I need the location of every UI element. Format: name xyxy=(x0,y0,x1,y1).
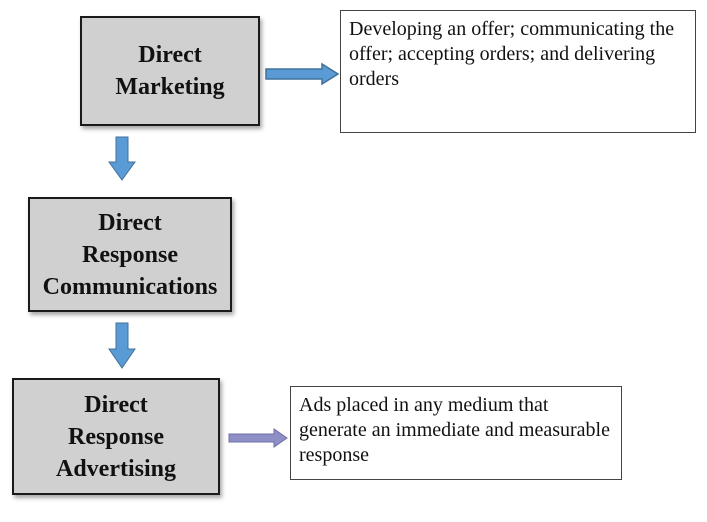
arrow-right-advertising-to-note xyxy=(228,428,288,448)
box-direct-marketing-label: Direct Marketing xyxy=(115,39,224,103)
note-marketing-text: Developing an offer; communicating the o… xyxy=(349,17,687,92)
arrow-right-advertising-shape xyxy=(229,429,287,447)
box-direct-response-communications-label: Direct Response Communications xyxy=(43,207,218,303)
note-marketing: Developing an offer; communicating the o… xyxy=(340,10,696,133)
arrow-down-communications-to-advertising xyxy=(107,322,137,370)
note-advertising-text: Ads placed in any medium that generate a… xyxy=(299,393,613,468)
note-advertising: Ads placed in any medium that generate a… xyxy=(290,386,622,480)
arrow-down-marketing-to-communications xyxy=(107,136,137,182)
arrow-down-1-shape xyxy=(109,137,135,180)
box-direct-marketing: Direct Marketing xyxy=(80,16,260,126)
arrow-down-2-shape xyxy=(109,323,135,368)
arrow-right-marketing-to-note xyxy=(264,62,340,86)
box-direct-response-advertising: Direct Response Advertising xyxy=(12,378,220,495)
box-direct-response-advertising-label: Direct Response Advertising xyxy=(56,389,176,485)
box-direct-response-communications: Direct Response Communications xyxy=(28,197,232,312)
arrow-right-marketing-shape xyxy=(266,64,338,84)
